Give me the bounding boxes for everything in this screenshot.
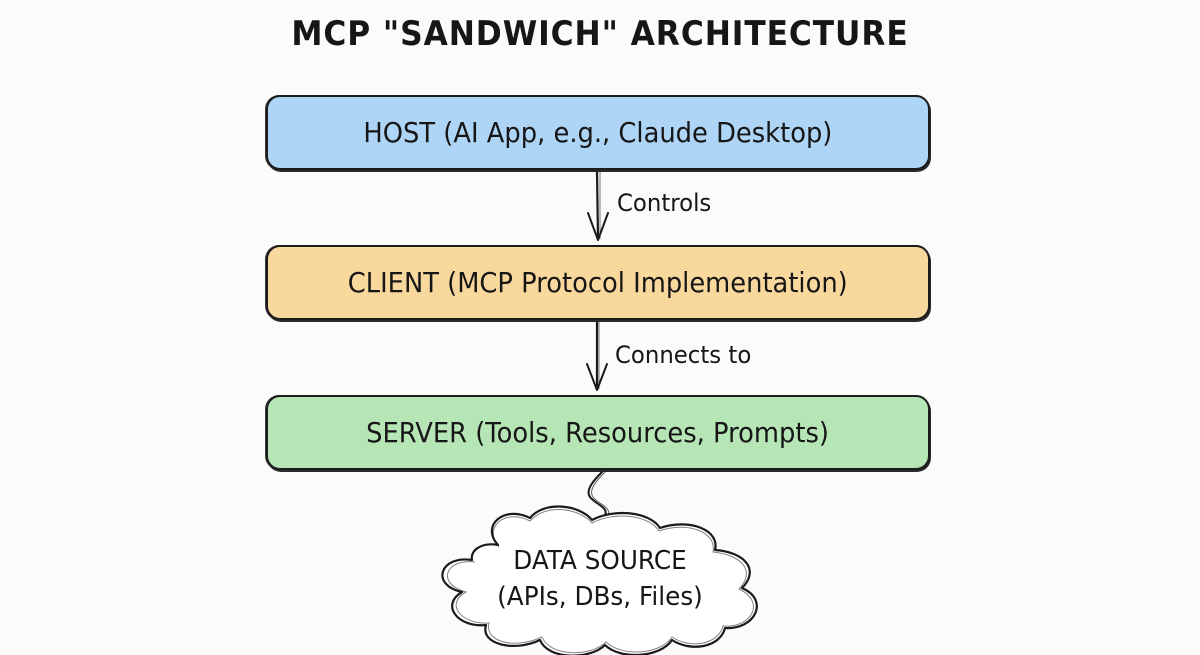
client-layer-label: CLIENT (MCP Protocol Implementation) — [348, 266, 848, 299]
controls-connection-label: Controls — [617, 189, 712, 217]
host-layer-box: HOST (AI App, e.g., Claude Desktop) — [266, 95, 930, 170]
arrow-client-to-server — [586, 321, 608, 391]
data-source-subtitle: (APIs, DBs, Files) — [497, 582, 703, 612]
server-layer-label: SERVER (Tools, Resources, Prompts) — [366, 416, 830, 449]
server-layer-box: SERVER (Tools, Resources, Prompts) — [266, 395, 930, 470]
client-layer-box: CLIENT (MCP Protocol Implementation) — [266, 245, 930, 320]
data-source-title: DATA SOURCE — [513, 546, 687, 576]
arrow-host-to-client — [587, 170, 609, 241]
data-source-text: DATA SOURCE (APIs, DBs, Files) — [440, 543, 760, 615]
diagram-title: MCP "SANDWICH" ARCHITECTURE — [291, 14, 909, 54]
connects-to-connection-label: Connects to — [615, 341, 752, 369]
squiggle-server-to-data-source — [587, 471, 610, 529]
host-layer-label: HOST (AI App, e.g., Claude Desktop) — [363, 116, 833, 149]
